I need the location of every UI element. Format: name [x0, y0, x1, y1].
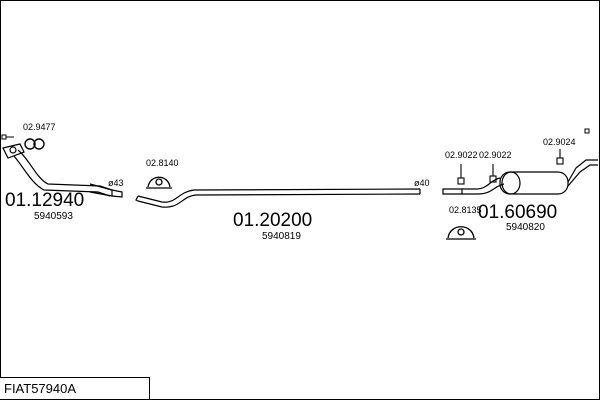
corner-marker — [584, 128, 590, 134]
rear-silencer — [442, 159, 598, 195]
rubber-mount-1-label: 02.8140 — [146, 158, 179, 168]
clamp-3-icon — [556, 149, 564, 165]
left-marker — [1, 134, 7, 140]
part-number-3: 01.60690 — [478, 202, 557, 223]
clamp-2-icon — [489, 164, 497, 183]
clamp-1-icon — [457, 164, 465, 185]
front-gasket-icon — [24, 138, 45, 150]
clamp-3-label: 02.9024 — [543, 137, 576, 147]
clamp-2-label: 02.9022 — [479, 150, 512, 160]
part-number-1: 01.12940 — [5, 190, 84, 211]
catalog-code-box: FIAT57940A — [0, 377, 150, 399]
middle-pipe — [135, 188, 421, 208]
front-gasket-label: 02.9477 — [23, 122, 56, 132]
front-pipe — [2, 143, 123, 198]
oem-number-3: 5940820 — [506, 222, 545, 233]
rubber-mount-2-icon — [446, 226, 476, 240]
diameter-label-2: ø40 — [414, 178, 430, 188]
rubber-mount-2-label: 02.8135 — [449, 205, 482, 215]
rubber-mount-1-icon — [146, 176, 172, 189]
oem-number-2: 5940819 — [262, 231, 301, 242]
oem-number-1: 5940593 — [34, 211, 73, 222]
part-number-2: 01.20200 — [233, 210, 312, 231]
diameter-label-1: ø43 — [108, 178, 124, 188]
catalog-code: FIAT57940A — [4, 381, 77, 396]
clamp-1-label: 02.9022 — [445, 150, 478, 160]
